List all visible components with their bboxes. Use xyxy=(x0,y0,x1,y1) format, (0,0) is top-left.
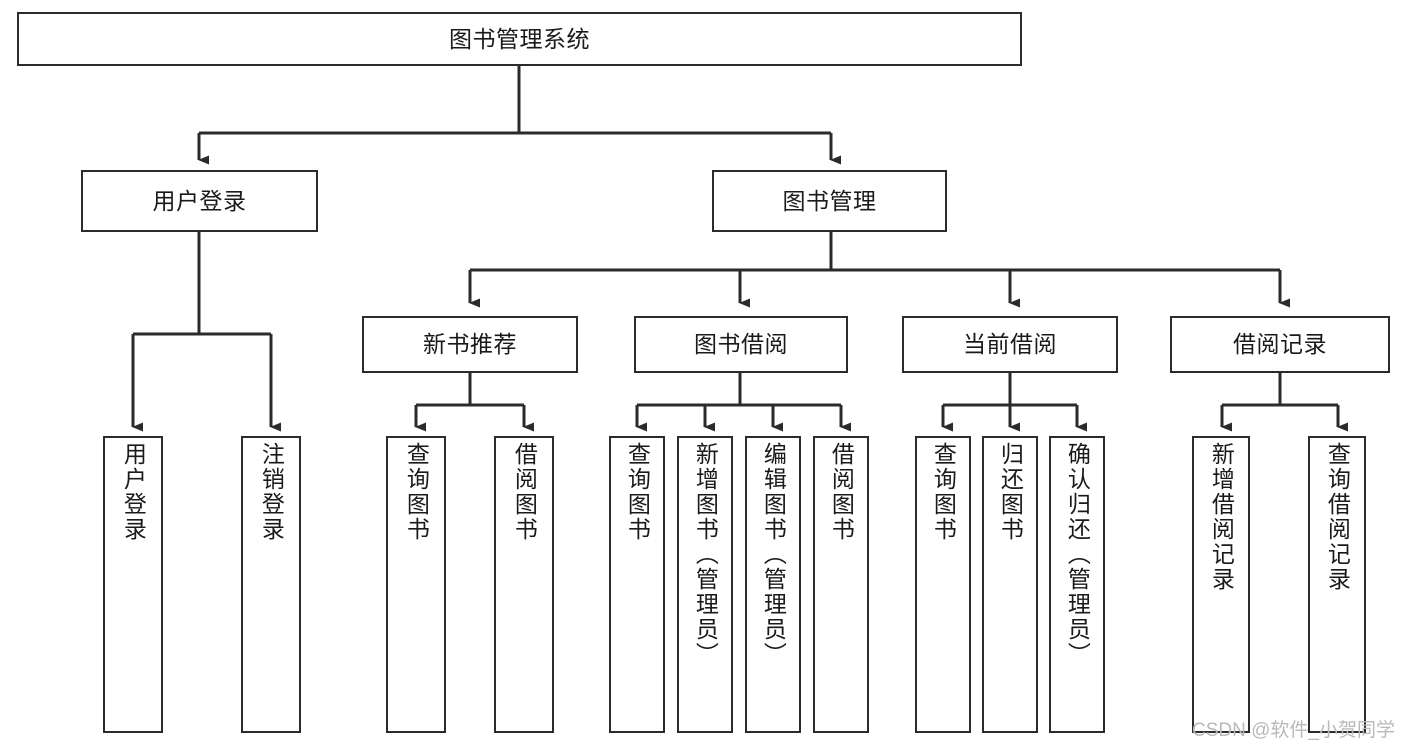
node-new-book-recommend[interactable]: 新书推荐 xyxy=(362,316,578,373)
node-user-login[interactable]: 用户登录 xyxy=(81,170,318,232)
node-label: 新书推荐 xyxy=(423,331,517,358)
node-label: 图书管理系统 xyxy=(449,25,590,52)
node-label: 当前借阅 xyxy=(963,331,1057,358)
node-label: 注销登录 xyxy=(258,442,285,542)
node-leaf-logout-login[interactable]: 注销登录 xyxy=(241,436,301,733)
node-leaf-borrow-book-2[interactable]: 借阅图书 xyxy=(813,436,869,733)
node-label: 用户登录 xyxy=(152,187,247,214)
node-leaf-query-book-3[interactable]: 查询图书 xyxy=(915,436,971,733)
node-leaf-borrow-book-1[interactable]: 借阅图书 xyxy=(494,436,554,733)
node-leaf-user-login[interactable]: 用户登录 xyxy=(103,436,163,733)
node-label: 新增借阅记录 xyxy=(1208,442,1235,592)
node-leaf-query-book-1[interactable]: 查询图书 xyxy=(386,436,446,733)
node-label: 确认归还（管理员） xyxy=(1064,442,1091,667)
node-label: 图书借阅 xyxy=(694,331,788,358)
node-borrow-record[interactable]: 借阅记录 xyxy=(1170,316,1390,373)
node-book-management[interactable]: 图书管理 xyxy=(712,170,947,232)
node-leaf-add-book-admin[interactable]: 新增图书（管理员） xyxy=(677,436,733,733)
node-label: 借阅图书 xyxy=(828,442,855,542)
node-current-borrow[interactable]: 当前借阅 xyxy=(902,316,1118,373)
node-label: 查询图书 xyxy=(624,442,651,542)
node-label: 编辑图书（管理员） xyxy=(760,442,787,667)
node-label: 查询借阅记录 xyxy=(1324,442,1351,592)
node-label: 新增图书（管理员） xyxy=(692,442,719,667)
node-leaf-query-borrow-record[interactable]: 查询借阅记录 xyxy=(1308,436,1366,733)
node-leaf-edit-book-admin[interactable]: 编辑图书（管理员） xyxy=(745,436,801,733)
watermark-text: CSDN @软件_小贺同学 xyxy=(1192,720,1395,741)
node-label: 归还图书 xyxy=(997,442,1024,542)
node-leaf-add-borrow-record[interactable]: 新增借阅记录 xyxy=(1192,436,1250,733)
csdn-watermark: CSDN @软件_小贺同学 xyxy=(1192,715,1395,742)
node-leaf-query-book-2[interactable]: 查询图书 xyxy=(609,436,665,733)
node-label: 借阅记录 xyxy=(1233,331,1327,358)
node-book-management-system[interactable]: 图书管理系统 xyxy=(17,12,1022,66)
node-book-borrow[interactable]: 图书借阅 xyxy=(634,316,848,373)
node-label: 用户登录 xyxy=(120,442,147,542)
node-label: 查询图书 xyxy=(930,442,957,542)
node-leaf-return-book[interactable]: 归还图书 xyxy=(982,436,1038,733)
node-label: 图书管理 xyxy=(782,187,877,214)
node-leaf-confirm-return-admin[interactable]: 确认归还（管理员） xyxy=(1049,436,1105,733)
node-label: 查询图书 xyxy=(403,442,430,542)
node-label: 借阅图书 xyxy=(511,442,538,542)
